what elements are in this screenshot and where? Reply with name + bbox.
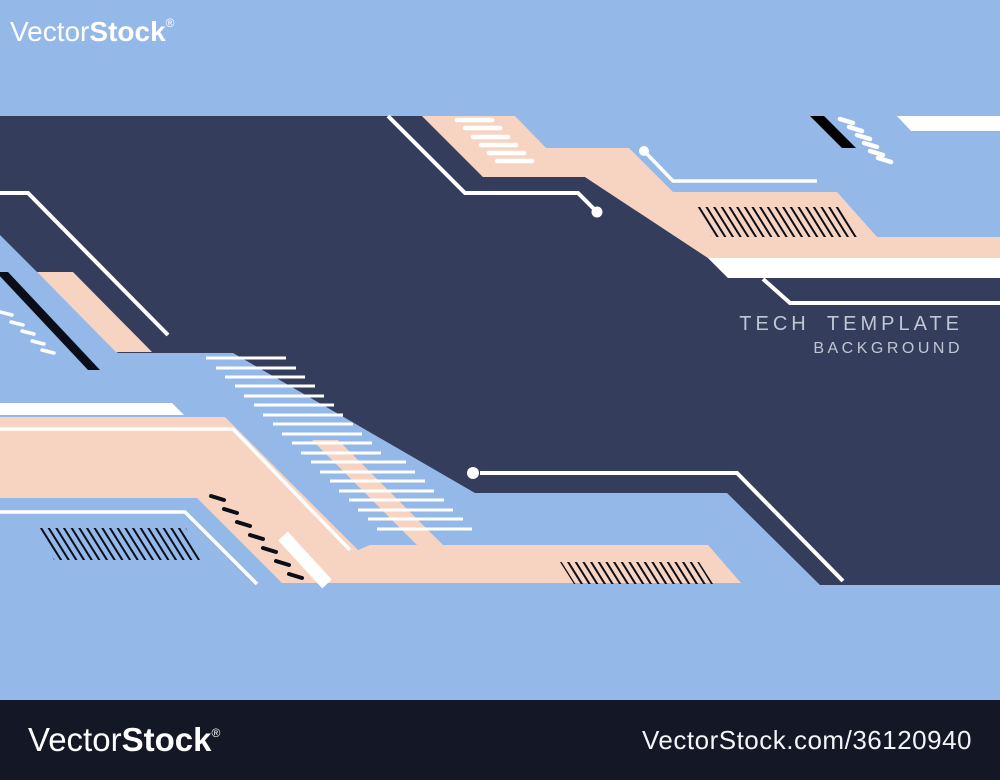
circuit-line-right — [761, 277, 1000, 305]
navy-band-shape — [0, 116, 1000, 585]
artwork-title-line1: TECH TEMPLATE — [739, 313, 963, 335]
dash-series-top-right — [837, 116, 894, 165]
circuit-node-dot — [467, 467, 479, 479]
watermark-image-url: VectorStock.com/36120940 — [642, 724, 972, 755]
circuit-line-top — [386, 114, 603, 218]
circuit-node-dot — [591, 206, 603, 218]
dash-series-black-bottom-left — [209, 494, 304, 580]
peach-band-top — [422, 116, 1000, 258]
black-bar-top-right — [810, 116, 856, 148]
white-stripe-right — [708, 258, 1000, 278]
hatch-patch-bottom-left — [40, 528, 200, 560]
inset-line-bottom-left-lower — [0, 510, 259, 586]
circuit-node-dot — [639, 146, 649, 156]
artwork-title-line2: BACKGROUND — [813, 340, 963, 357]
inset-line-bottom-left-upper — [0, 427, 352, 552]
peach-strip-left — [37, 272, 152, 352]
watermark-stock-text: Stock — [121, 721, 212, 758]
white-stripe-top-right — [897, 116, 1000, 131]
watermark-bottom-bar: VectorStock® VectorStock.com/36120940 — [0, 700, 1000, 780]
dash-series-left — [0, 310, 56, 355]
hatch-patch-bottom — [560, 562, 713, 584]
registered-mark-icon: ® — [211, 726, 221, 740]
watermark-vector-text: Vector — [10, 16, 90, 47]
watermark-vector-text: Vector — [28, 721, 122, 758]
watermark-logo-top-left: VectorStock® — [10, 16, 174, 48]
black-bar-left — [0, 272, 100, 370]
artwork-title: TECH TEMPLATE BACKGROUND — [739, 313, 963, 358]
circuit-line-middle — [467, 467, 845, 583]
white-stripe-diagonal — [278, 531, 332, 589]
dash-staircase-middle — [206, 356, 472, 531]
watermark-stock-text: Stock — [89, 16, 166, 47]
registered-mark-icon: ® — [165, 16, 175, 30]
white-stripe-left — [0, 403, 184, 415]
circuit-line-upper-right — [639, 146, 817, 183]
watermark-logo-bottom-left: VectorStock® — [28, 721, 220, 759]
circuit-line-top-left — [0, 191, 170, 337]
dash-row-top-band — [454, 117, 535, 164]
hatch-patch-top — [697, 207, 857, 237]
